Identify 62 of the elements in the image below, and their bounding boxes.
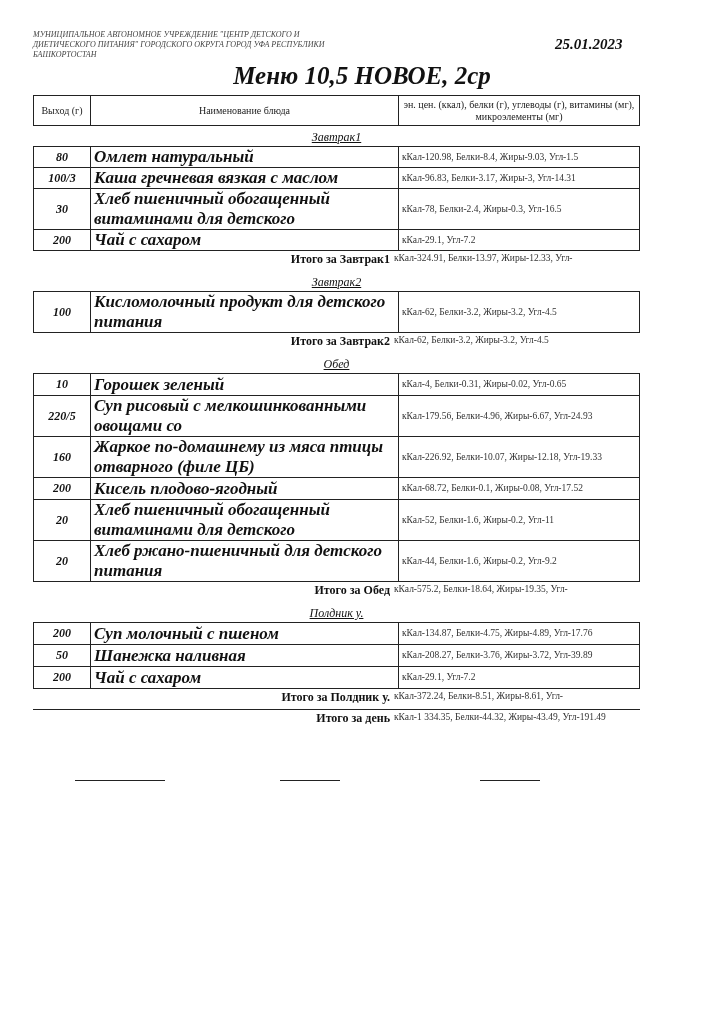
nutrition-cell: кКал-96.83, Белки-3.17, Жиры-3, Угл-14.31 [398, 167, 640, 189]
yield-cell: 10 [33, 373, 91, 396]
nutrition-cell: кКал-29.1, Угл-7.2 [398, 229, 640, 251]
yield-cell: 20 [33, 540, 91, 582]
dish-name-cell: Омлет натуральный [90, 146, 399, 168]
dish-name-cell: Шанежка наливная [90, 644, 399, 667]
total-label: Итого за день [315, 710, 391, 726]
nutrition-cell: кКал-68.72, Белки-0.1, Жиры-0.08, Угл-17.52 [398, 477, 640, 500]
nutrition-cell: кКал-44, Белки-1.6, Жиры-0.2, Угл-9.2 [398, 540, 640, 582]
nutrition-cell: кКал-120.98, Белки-8.4, Жиры-9.03, Угл-1.5 [398, 146, 640, 168]
section-heading: Полдник у. [309, 606, 364, 620]
yield-cell: 100/3 [33, 167, 91, 189]
organization-name: МУНИЦИПАЛЬНОЕ АВТОНОМНОЕ УЧРЕЖДЕНИЕ "ЦЕНТР ДЕТСКОГО И ДИЕТИЧЕСКОГО ПИТАНИЯ" ГОРОДСКОГО ОКРУГА ГОРОД УФА РЕСПУБЛИКИ БАШКОРТОСТАН [33, 30, 326, 60]
dish-name-cell: Хлеб пшеничный обогащенный витаминами для детского [90, 188, 399, 230]
yield-cell: 50 [33, 644, 91, 667]
yield-cell: 200 [33, 622, 91, 645]
nutrition-cell: кКал-78, Белки-2.4, Жиры-0.3, Угл-16.5 [398, 188, 640, 230]
dish-name-cell: Суп молочный с пшеном [90, 622, 399, 645]
dish-name-cell: Хлеб ржано-пшеничный для детского питания [90, 540, 399, 582]
yield-cell: 200 [33, 666, 91, 689]
dish-name-cell: Каша гречневая вязкая с маслом [90, 167, 399, 189]
header-cell: эн. цен. (ккал), белки (г), углеводы (г), витамины (мг), микроэлементы (мг) [398, 95, 640, 126]
dish-name-cell: Суп рисовый с мелкошинкованными овощами со [90, 395, 399, 437]
dish-name-cell: Кисломолочный продукт для детского питания [90, 291, 399, 333]
header-cell: Выход (г) [33, 95, 91, 126]
nutrition-cell: кКал-62, Белки-3.2, Жиры-3.2, Угл-4.5 [398, 291, 640, 333]
total-value: кКал-324.91, Белки-13.97, Жиры-12.33, Угл- [394, 252, 574, 264]
total-label: Итого за Завтрак2 [289, 333, 391, 349]
menu-title: Меню 10,5 НОВОЕ, 2ср [233, 62, 491, 89]
dish-name-cell: Чай с сахаром [90, 666, 399, 689]
dish-name-cell: Жаркое по-домашнему из мяса птицы отварного (филе ЦБ) [90, 436, 399, 478]
nutrition-cell: кКал-226.92, Белки-10.07, Жиры-12.18, Угл-19.33 [398, 436, 640, 478]
yield-cell: 20 [33, 499, 91, 541]
nutrition-cell: кКал-208.27, Белки-3.76, Жиры-3.72, Угл-39.89 [398, 644, 640, 667]
total-value: кКал-1 334.35, Белки-44.32, Жиры-43.49, Угл-191.49 [394, 711, 607, 723]
yield-cell: 80 [33, 146, 91, 168]
dish-name-cell: Хлеб пшеничный обогащенный витаминами для детского [90, 499, 399, 541]
total-value: кКал-372.24, Белки-8.51, Жиры-8.61, Угл- [394, 690, 565, 702]
total-value: кКал-62, Белки-3.2, Жиры-3.2, Угл-4.5 [394, 334, 550, 346]
total-label: Итого за Полдник у. [280, 689, 391, 705]
total-label: Итого за Завтрак1 [289, 251, 391, 267]
dish-name-cell: Кисель плодово-ягодный [90, 477, 399, 500]
section-heading: Завтрак2 [311, 275, 362, 289]
total-label: Итого за Обед [313, 582, 391, 598]
dish-name-cell: Горошек зеленый [90, 373, 399, 396]
nutrition-cell: кКал-134.87, Белки-4.75, Жиры-4.89, Угл-17.76 [398, 622, 640, 645]
yield-cell: 220/5 [33, 395, 91, 437]
yield-cell: 160 [33, 436, 91, 478]
total-value: кКал-575.2, Белки-18.64, Жиры-19.35, Угл- [394, 583, 569, 595]
nutrition-cell: кКал-4, Белки-0.31, Жиры-0.02, Угл-0.65 [398, 373, 640, 396]
yield-cell: 30 [33, 188, 91, 230]
nutrition-cell: кКал-29.1, Угл-7.2 [398, 666, 640, 689]
dish-name-cell: Чай с сахаром [90, 229, 399, 251]
header-cell: Наименование блюда [90, 95, 399, 126]
section-heading: Завтрак1 [311, 130, 362, 144]
section-heading: Обед [323, 357, 350, 371]
date-text: 25.01.2023 [555, 36, 623, 53]
nutrition-cell: кКал-179.56, Белки-4.96, Жиры-6.67, Угл-24.93 [398, 395, 640, 437]
nutrition-cell: кКал-52, Белки-1.6, Жиры-0.2, Угл-11 [398, 499, 640, 541]
yield-cell: 200 [33, 229, 91, 251]
yield-cell: 100 [33, 291, 91, 333]
yield-cell: 200 [33, 477, 91, 500]
